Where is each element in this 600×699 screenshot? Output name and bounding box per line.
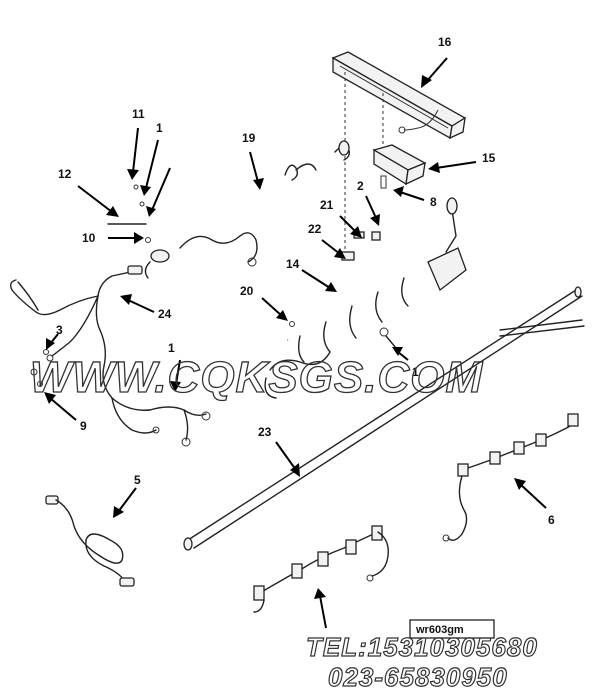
rail-bracket <box>331 51 467 260</box>
callout-10: 10 <box>82 231 96 245</box>
leader-arrows <box>44 57 547 629</box>
callout-12: 12 <box>58 167 72 181</box>
callout-5: 5 <box>134 473 141 487</box>
callout-16: 19 <box>242 131 256 145</box>
callout-23: 24 <box>158 307 172 321</box>
callout-22: 23 <box>258 425 272 439</box>
watermark-text: WWW.CQKSGS.COM <box>30 353 483 402</box>
callout-9: 9 <box>80 419 87 433</box>
coiled-cable <box>45 495 135 587</box>
callout-labels: 16 15 19 11 1 12 10 2 8 21 22 14 20 24 1… <box>56 35 555 527</box>
callout-2: 2 <box>357 179 364 193</box>
callout-19: 20 <box>240 284 254 298</box>
small-fasteners <box>107 184 151 243</box>
callout-13: 14 <box>286 257 300 271</box>
callout-3: 3 <box>56 323 63 337</box>
callout-14: 15 <box>482 151 496 165</box>
callout-15: 16 <box>438 35 452 49</box>
contact-tel: TEL:15310305680 <box>306 632 538 662</box>
callout-1-right: 1 <box>412 365 419 379</box>
left-small-parts <box>30 349 49 387</box>
callout-11: 11 <box>132 107 145 121</box>
injector-harness-right <box>442 413 579 542</box>
callout-8: 8 <box>430 195 437 209</box>
drawing-code-stamp: wr603gm <box>409 619 495 639</box>
callout-1-top: 1 <box>156 121 163 135</box>
callout-24: 1 <box>168 341 175 355</box>
callout-20: 21 <box>320 198 334 212</box>
module-cover <box>372 144 427 189</box>
callout-21: 22 <box>308 222 322 236</box>
callout-6: 6 <box>548 513 555 527</box>
long-tube <box>183 286 585 551</box>
drawing-code: wr603gm <box>415 624 464 636</box>
contact-phone: 023-65830950 <box>328 662 508 692</box>
left-harness <box>9 265 211 447</box>
injector-harness-bottom <box>253 525 389 613</box>
upper-harness <box>144 140 351 279</box>
